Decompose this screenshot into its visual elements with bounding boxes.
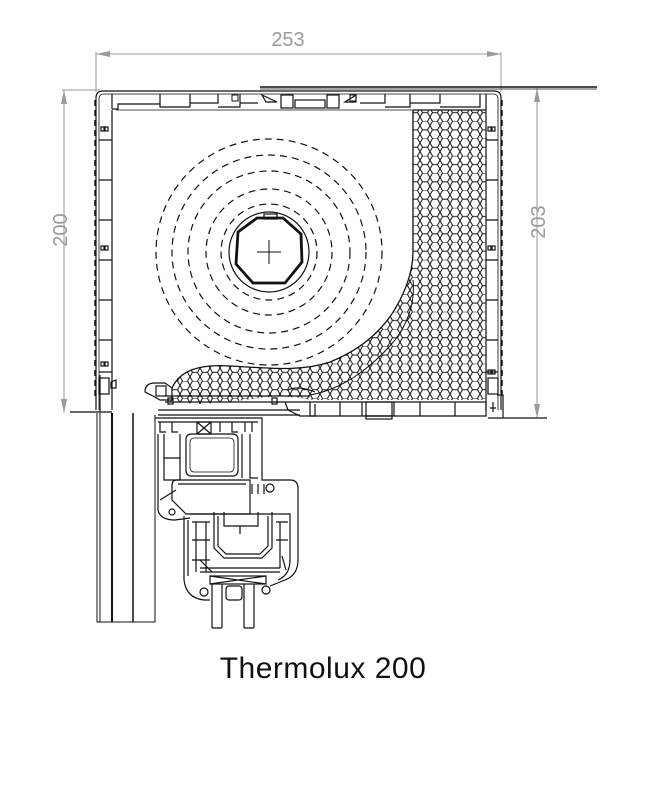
lintel-profile <box>144 382 316 417</box>
dimension-height-right-label: 203 <box>528 205 550 238</box>
shutter-roll <box>155 138 383 366</box>
dimension-height-left <box>61 89 100 413</box>
honeycomb-insulation <box>170 109 486 404</box>
housing-clip-left <box>231 94 357 102</box>
drawing-title: Thermolux 200 <box>219 652 427 685</box>
roller-shaft-octagonal <box>228 211 310 293</box>
window-frame-profile <box>155 417 299 587</box>
dimension-width-label: 253 <box>271 29 304 51</box>
sash-profile <box>183 512 291 629</box>
dimension-height-right <box>503 88 547 419</box>
shutter-box-housing <box>70 86 597 420</box>
dimension-width <box>95 51 502 92</box>
wall-jamb <box>96 413 156 623</box>
dimension-height-left-label: 200 <box>50 213 72 246</box>
